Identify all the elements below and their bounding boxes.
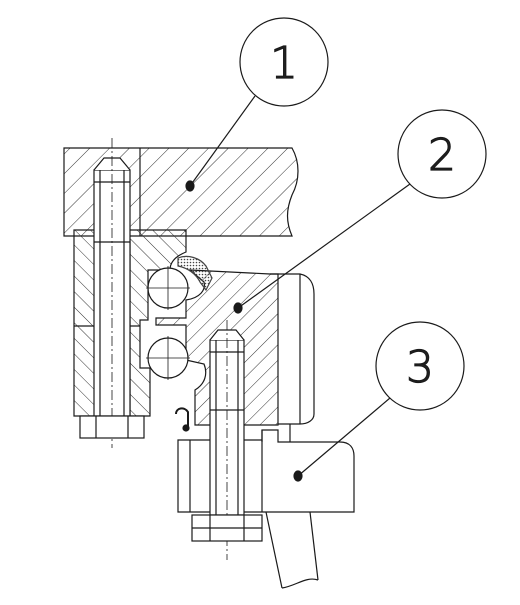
bearing-ball-lower [146,336,190,380]
center-bolt [191,320,263,560]
callout-2-label: 2 [428,130,456,181]
callout-3-label: 3 [406,342,434,393]
retaining-clip [175,407,190,432]
clamp-bracket-part-3 [177,429,355,513]
callout-1-label: 1 [270,38,298,89]
left-bolt [79,138,145,448]
callout-1: 1 [185,17,329,192]
callout-2: 2 [233,109,487,314]
shaft [265,511,319,589]
callout-3: 3 [293,321,465,482]
seal [177,255,213,292]
bearing-ball-upper [146,266,190,310]
